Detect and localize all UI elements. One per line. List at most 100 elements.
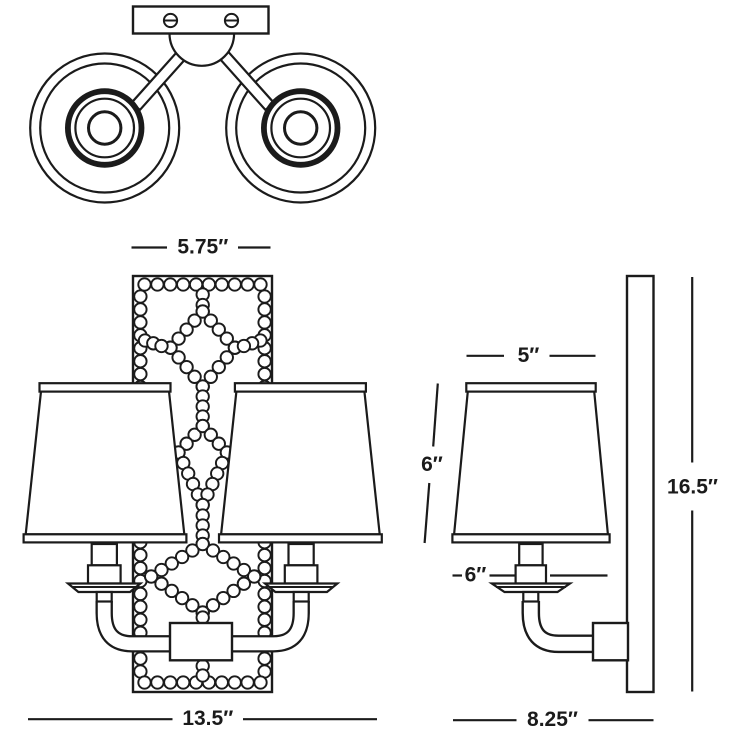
nailhead-bead bbox=[247, 569, 262, 584]
right-arm-top bbox=[215, 47, 276, 112]
nailhead-bead bbox=[236, 338, 252, 354]
front-right-arm-fill bbox=[228, 601, 308, 651]
nailhead-bead bbox=[133, 599, 148, 614]
nailhead-bead bbox=[176, 675, 191, 690]
dim-overall-width: 13.5″ bbox=[28, 707, 377, 730]
left-socket-thick-ring bbox=[64, 88, 145, 168]
candle-sleeve bbox=[287, 542, 315, 567]
nailhead-bead bbox=[205, 598, 221, 613]
nailhead-bead bbox=[185, 543, 200, 558]
nailhead-bead bbox=[195, 536, 210, 552]
candle-stem bbox=[522, 590, 540, 603]
nailhead-bead bbox=[216, 590, 231, 606]
nailhead-bead bbox=[219, 350, 234, 365]
dim-label-overall-height: 16.5″ bbox=[667, 475, 718, 498]
shade-body bbox=[452, 390, 610, 536]
dim-depth: 8.25″ bbox=[453, 708, 654, 731]
front-right-shade bbox=[217, 382, 383, 544]
nailhead-bead bbox=[253, 675, 268, 690]
nailhead-bead bbox=[227, 675, 242, 690]
nailhead-bead bbox=[214, 277, 229, 292]
candle-stem bbox=[95, 590, 113, 603]
canopy bbox=[168, 32, 236, 67]
nailhead-bead bbox=[179, 359, 194, 375]
dim-overall-height: 16.5″ bbox=[667, 277, 718, 692]
right-socket-center bbox=[283, 110, 319, 146]
shade-top-band bbox=[38, 382, 172, 393]
dim-backplate-width: 5.75″ bbox=[131, 236, 271, 259]
candle-sleeve bbox=[518, 542, 544, 567]
wall-block bbox=[591, 621, 630, 662]
dim-label-depth: 8.25″ bbox=[527, 708, 578, 731]
shade-top-band bbox=[465, 382, 597, 393]
candle-socket bbox=[514, 564, 548, 585]
front-right-candle bbox=[261, 542, 341, 603]
nailhead-bead bbox=[164, 583, 179, 599]
nailhead-bead bbox=[195, 304, 210, 319]
nailhead-bead bbox=[205, 543, 221, 558]
nailhead-bead bbox=[236, 576, 252, 591]
left-shade-inner-ring bbox=[39, 62, 171, 194]
left-socket-center bbox=[87, 110, 123, 146]
nailhead-bead bbox=[219, 331, 234, 346]
nailhead-bead bbox=[171, 331, 186, 346]
nailhead-bead bbox=[195, 668, 210, 683]
dim-label-overall-width: 13.5″ bbox=[182, 707, 233, 730]
candle-stem bbox=[292, 590, 310, 603]
nailhead-bead bbox=[133, 315, 148, 330]
dim-line bbox=[432, 383, 439, 447]
nailhead-bead bbox=[236, 562, 252, 578]
nailhead-bead bbox=[227, 277, 242, 292]
nailhead-bead bbox=[154, 338, 169, 354]
nailhead-bead bbox=[257, 366, 272, 382]
wall-plate-profile bbox=[625, 274, 655, 694]
nailhead-bead bbox=[257, 651, 272, 666]
right-shade-outer-ring bbox=[225, 52, 377, 204]
shade-top-band bbox=[233, 382, 367, 393]
nailhead-bead bbox=[257, 560, 272, 576]
right-socket-ring bbox=[270, 97, 332, 159]
dim-shade-bottom: 6″ bbox=[452, 564, 608, 587]
nailhead-bead bbox=[203, 313, 218, 328]
mounting-bar bbox=[131, 5, 270, 35]
nailhead-bead bbox=[137, 675, 152, 690]
side-candle bbox=[488, 542, 574, 603]
left-shade-outer-ring bbox=[29, 52, 181, 204]
center-block bbox=[168, 621, 234, 662]
nailhead-bead bbox=[257, 599, 272, 614]
dimension-annotations: 5.75″ 13.5″ 5″ 6″ 6″ bbox=[28, 236, 718, 731]
nailhead-bead bbox=[164, 556, 179, 571]
shade-bottom-band bbox=[451, 533, 611, 544]
nailhead-bead bbox=[133, 547, 148, 563]
nailhead-bead bbox=[133, 612, 148, 627]
nailhead-bead bbox=[133, 302, 148, 317]
nailhead-bead bbox=[257, 586, 272, 602]
nailhead-bead bbox=[257, 315, 272, 330]
nailhead-bead bbox=[216, 549, 231, 565]
nailhead-bead bbox=[240, 277, 255, 292]
nailhead-bead bbox=[185, 598, 200, 613]
nailhead-bead bbox=[133, 560, 148, 576]
nailhead-bead bbox=[137, 277, 152, 292]
nailhead-bead bbox=[211, 436, 226, 451]
right-socket-thick-ring bbox=[261, 88, 341, 168]
right-shade-inner-ring bbox=[235, 62, 367, 194]
nailhead-bead bbox=[253, 277, 268, 292]
nailhead-bead bbox=[257, 612, 272, 627]
nailhead-bead bbox=[195, 418, 210, 434]
nailhead-bead bbox=[154, 576, 169, 591]
nailhead-bead bbox=[133, 586, 148, 602]
dim-label-shade-top: 5″ bbox=[518, 344, 540, 367]
nailhead-bead bbox=[240, 675, 255, 690]
side-shade bbox=[451, 382, 611, 544]
nailhead-bead bbox=[133, 651, 148, 666]
shade-body bbox=[24, 390, 186, 536]
nailhead-bead bbox=[187, 369, 202, 384]
candle-sleeve bbox=[90, 542, 118, 567]
nailhead-bead bbox=[203, 427, 218, 442]
nailhead-bead bbox=[257, 354, 272, 369]
nailhead-bead bbox=[179, 436, 194, 451]
front-view bbox=[22, 274, 383, 694]
dim-label-shade-bottom: 6″ bbox=[465, 564, 487, 587]
